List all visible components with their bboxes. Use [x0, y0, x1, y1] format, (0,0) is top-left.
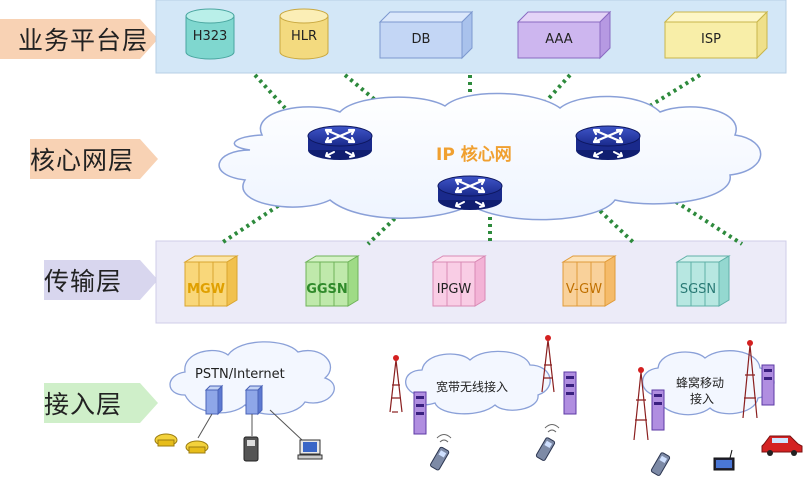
pstn-server-right: [244, 384, 264, 416]
layer-label-transport: 传输层: [0, 260, 158, 300]
service-node-h323: [185, 8, 235, 60]
transport-node-ipgw: [431, 255, 487, 307]
service-node-db: [378, 10, 474, 60]
cellular-cloud-label: 接入: [690, 392, 715, 406]
transport-node-label: GGSN: [306, 282, 348, 297]
core-router-right: [574, 124, 642, 162]
broadband-cloud-label: 宽带无线接入: [436, 380, 509, 394]
service-node-label: ISP: [701, 32, 721, 47]
service-node-isp: [663, 10, 769, 60]
tower-light-icon: [747, 340, 753, 346]
telephone-icon: [185, 440, 209, 454]
cellular-tower-right: [742, 344, 758, 419]
wireless-signal-icon: [436, 424, 560, 443]
computer-icon: [297, 439, 323, 460]
core-router-left: [306, 124, 374, 162]
transport-node-label: SGSN: [679, 282, 717, 297]
pstn-server-left: [204, 384, 224, 416]
cellular-base-station-left: [651, 389, 665, 431]
cellular-tower-left: [633, 371, 649, 441]
transport-node-label: MGW: [187, 282, 225, 297]
mobile-phone-icon: [650, 452, 671, 476]
car-icon: [761, 435, 803, 456]
pstn-device-links: [197, 409, 303, 441]
tower-light-icon: [545, 335, 551, 341]
transport-node-mgw: [183, 255, 239, 307]
transport-node-label: IPGW: [436, 282, 472, 297]
label-tag-shape: [0, 19, 158, 59]
terminal-icon: [713, 449, 735, 471]
broadband-base-station-left: [413, 391, 427, 435]
broadband-tower-right: [541, 339, 555, 393]
service-node-aaa: [516, 10, 612, 60]
layer-label-text: 核心网层: [30, 146, 135, 175]
tower-light-icon: [638, 367, 644, 373]
broadband-base-station-right: [563, 371, 577, 415]
mobile-phone-icon: [430, 446, 450, 471]
cordless-phone-icon: [243, 436, 259, 462]
label-tag-shape: [30, 139, 158, 179]
core-router-center: [436, 174, 504, 212]
layer-label-core: 核心网层: [0, 139, 158, 179]
cellular-cloud: [641, 350, 775, 416]
cellular-base-station-right: [761, 364, 775, 406]
service-node-hlr: [279, 8, 329, 60]
transport-node-sgsn: [675, 255, 731, 307]
layer-label-text: 接入层: [44, 390, 123, 419]
service-node-label: DB: [411, 32, 431, 47]
tower-light-icon: [393, 355, 399, 361]
ip-core-cloud: [218, 92, 762, 221]
pstn-cloud-label: PSTN/Internet: [195, 367, 285, 382]
label-tag-shape: [44, 383, 158, 423]
service-node-label: H323: [192, 29, 228, 44]
layer-label-access: 接入层: [0, 383, 158, 423]
cellular-cloud-label: 蜂窝移动: [676, 376, 725, 390]
layer-label-text: 业务平台层: [18, 26, 149, 55]
service-node-label: HLR: [290, 29, 318, 44]
transport-node-label: V-GW: [565, 282, 603, 297]
broadband-tower-left: [389, 359, 403, 413]
telephone-icon: [154, 433, 178, 447]
transport-node-vgw: [561, 255, 617, 307]
core-cloud-label: IP 核心网: [436, 145, 512, 165]
label-tag-shape: [44, 260, 158, 300]
service-node-label: AAA: [545, 32, 573, 47]
layer-label-service: 业务平台层: [0, 19, 158, 59]
layer-label-text: 传输层: [44, 267, 123, 296]
transport-node-ggsn: [304, 255, 360, 307]
mobile-phone-icon: [535, 437, 556, 461]
